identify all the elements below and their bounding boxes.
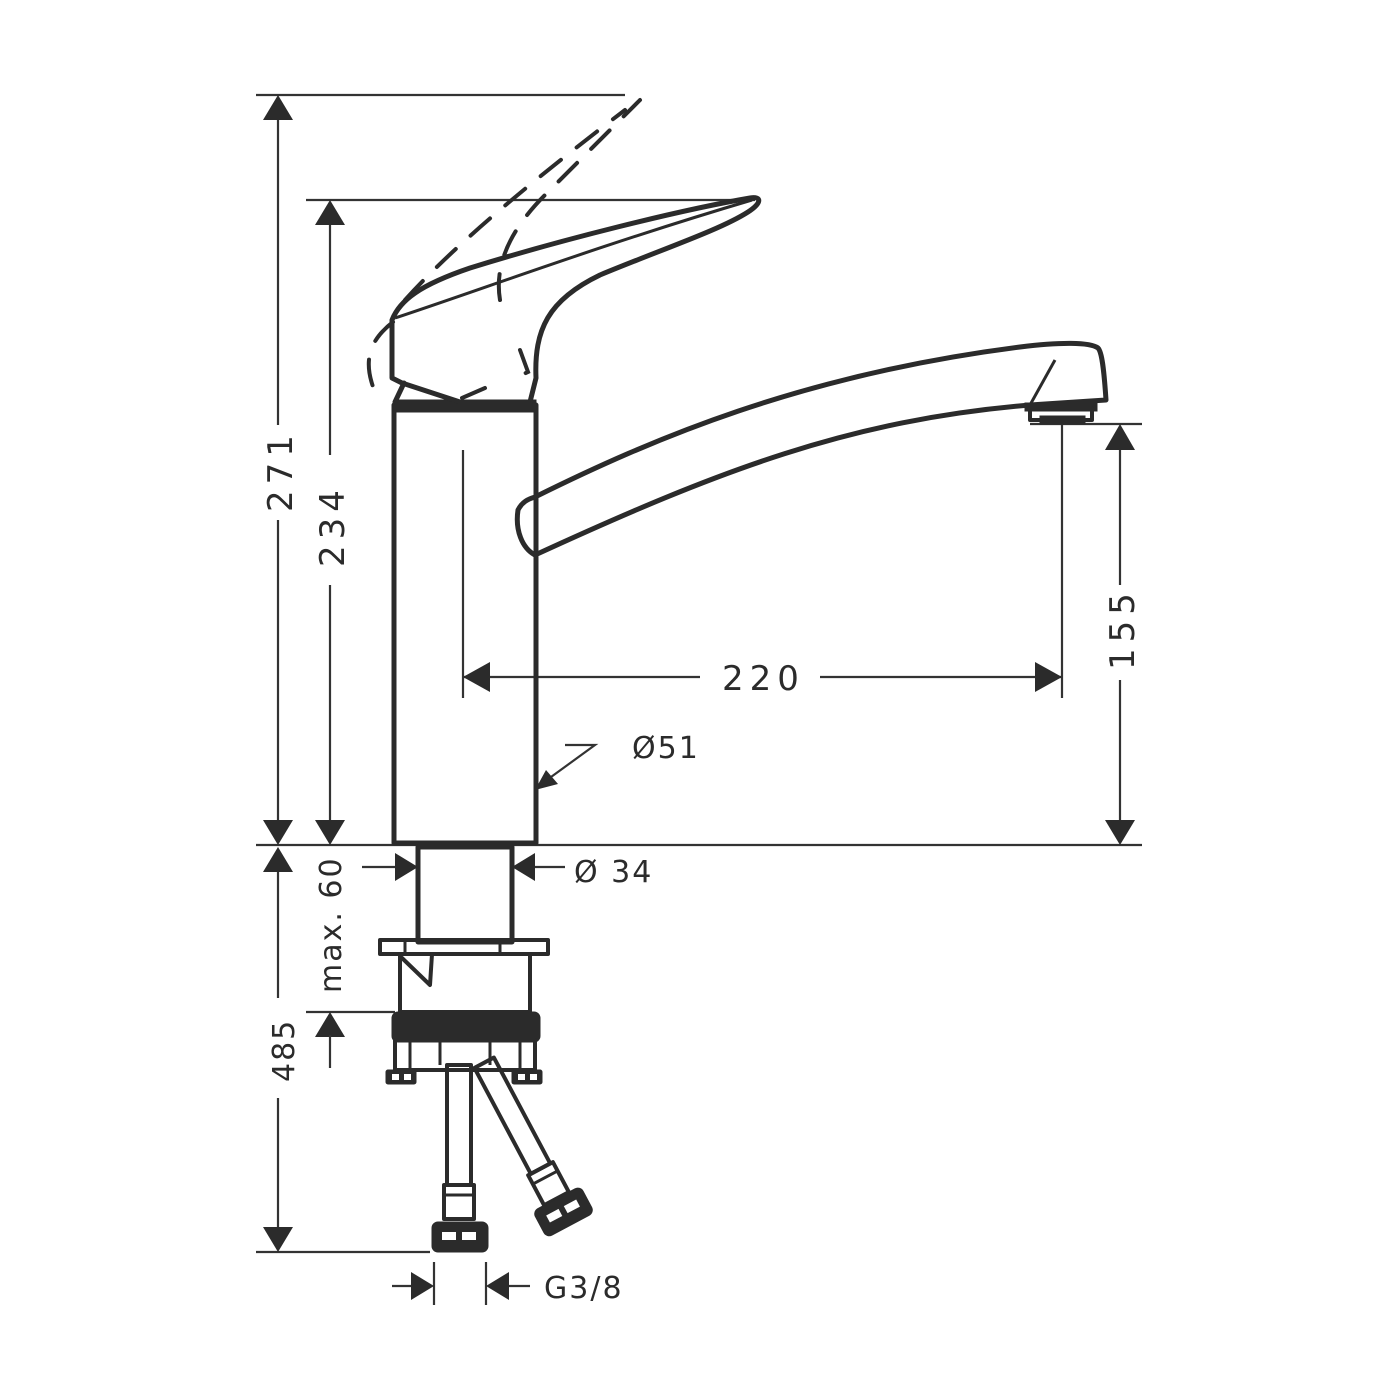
dim-max-counter-label: max. 60 (314, 856, 349, 993)
dim-hose-length-label: 485 (267, 1019, 302, 1082)
dimension-shank-diameter: Ø 34 (362, 853, 653, 890)
supply-hoses (431, 1055, 593, 1253)
faucet-spout (514, 340, 1109, 558)
dimension-body-diameter: Ø51 (535, 731, 700, 790)
faucet-body (391, 399, 539, 846)
dimension-thread: G3/8 (392, 1262, 624, 1306)
dimension-220: 220 (463, 659, 1062, 699)
dim-thread-label: G3/8 (544, 1271, 624, 1306)
dimension-max-60: max. 60 (314, 856, 349, 1068)
dimension-234: 234 (313, 200, 353, 845)
lever-handle (389, 195, 762, 405)
dim-shank-diameter-label: Ø 34 (574, 855, 653, 890)
dimension-485: 485 (263, 847, 302, 1252)
dim-body-height-label: 234 (313, 484, 353, 567)
lever-handle-raised-outline (366, 98, 642, 400)
dim-body-diameter-label: Ø51 (632, 731, 700, 766)
faucet-shank (378, 844, 550, 1085)
dimension-155: 155 (1103, 424, 1143, 845)
dim-spout-reach-label: 220 (722, 659, 805, 699)
dim-total-height-label: 271 (261, 429, 301, 512)
dimension-271: 271 (261, 95, 301, 845)
dim-spout-height-label: 155 (1103, 587, 1143, 670)
